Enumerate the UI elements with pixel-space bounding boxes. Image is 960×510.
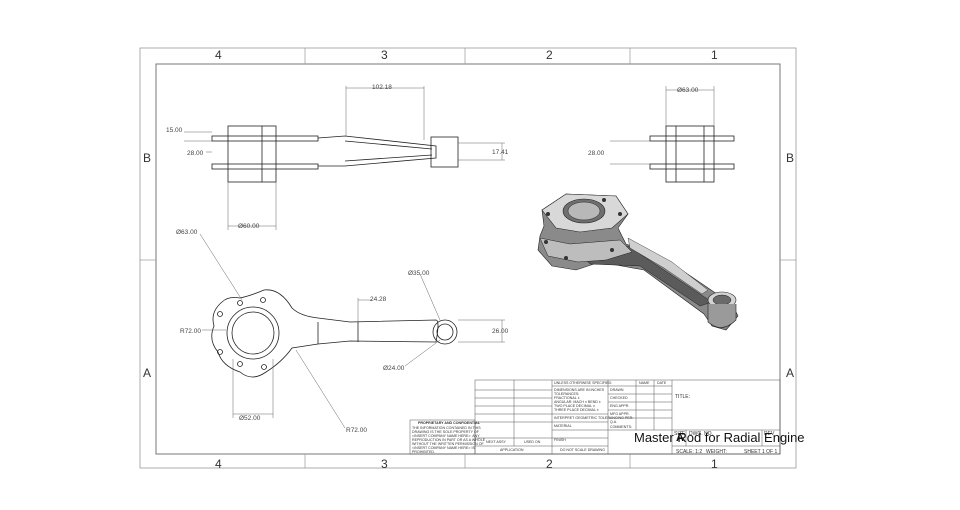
tb-spec-line: FRACTIONAL ± xyxy=(554,396,580,400)
tb-application: APPLICATION xyxy=(500,448,524,452)
dim-bore-diameter: Ø52.00 xyxy=(239,415,261,422)
tb-scale: SCALE: 1:2 xyxy=(676,449,702,455)
drawing-size-value: A xyxy=(676,432,684,444)
zone-col-3-bottom: 3 xyxy=(381,457,388,471)
tb-proprietary-line: THE INFORMATION CONTAINED IN THIS xyxy=(412,426,481,430)
zone-col-2-bottom: 2 xyxy=(546,457,553,471)
tb-comments: COMMENTS: xyxy=(610,425,632,429)
tb-unless-otherwise: UNLESS OTHERWISE SPECIFIED: xyxy=(554,381,612,385)
tb-do-not-scale: DO NOT SCALE DRAWING xyxy=(560,448,605,452)
zone-ticks xyxy=(140,48,796,468)
dim-rod-end-height: 17.41 xyxy=(492,149,509,156)
side-view xyxy=(649,125,735,183)
zone-col-4-bottom: 4 xyxy=(215,457,222,471)
tb-checked: CHECKED xyxy=(610,396,628,400)
zone-col-2-top: 2 xyxy=(546,48,553,62)
tb-qa: Q.A. xyxy=(610,420,617,424)
dim-hub-diameter: Ø60.00 xyxy=(238,223,260,230)
dim-side-gap: 28.00 xyxy=(588,150,605,157)
front-view xyxy=(211,289,458,378)
zone-row-b-left: B xyxy=(143,151,152,165)
tb-dwg-no-label: DWG. NO. xyxy=(689,431,713,437)
zone-col-1-bottom: 1 xyxy=(711,457,718,471)
tb-spec-line: TOLERANCES: xyxy=(554,392,579,396)
tb-sheet: SHEET 1 OF 1 xyxy=(744,449,777,455)
zone-col-4-top: 4 xyxy=(215,48,222,62)
tb-finish: FINISH xyxy=(554,438,566,442)
drawing-title: Master Rod for Radial Engine xyxy=(634,430,805,445)
tb-spec-line: DIMENSIONS ARE IN INCHES xyxy=(554,388,605,392)
tb-proprietary-line: WITHOUT THE WRITTEN PERMISSION OF xyxy=(412,442,485,446)
tb-date-header: DATE xyxy=(657,381,667,385)
top-view-dimensions xyxy=(184,86,505,230)
tb-proprietary-line: PROHIBITED. xyxy=(412,450,435,454)
dim-lower-radius: R72.00 xyxy=(346,427,367,434)
zone-row-a-left: A xyxy=(143,366,152,380)
tb-weight: WEIGHT: xyxy=(706,449,727,455)
zone-col-3-top: 3 xyxy=(381,48,388,62)
tb-material: MATERIAL xyxy=(554,424,572,428)
tb-drawn: DRAWN xyxy=(610,388,624,392)
tb-next-assy: NEXT ASSY xyxy=(486,440,507,444)
dim-top-length: 102.18 xyxy=(372,84,392,91)
dim-rod-width-mid: 24.28 xyxy=(370,296,387,303)
tb-rev-label: REV xyxy=(764,431,775,437)
side-view-dimensions xyxy=(610,86,715,165)
outer-frame xyxy=(139,47,797,469)
dim-front-outer-diameter: Ø63.00 xyxy=(176,229,198,236)
tb-proprietary-heading: PROPRIETARY AND CONFIDENTIAL xyxy=(418,421,481,425)
front-view-dimensions xyxy=(199,233,505,429)
tb-proprietary-line: DRAWING IS THE SOLE PROPERTY OF xyxy=(412,430,480,434)
dim-rod-end-width: 26.00 xyxy=(492,328,509,335)
tb-spec-line: THREE PLACE DECIMAL ± xyxy=(554,408,599,412)
zone-row-b-right: B xyxy=(786,151,795,165)
isometric-view xyxy=(537,193,739,331)
tb-proprietary-line: REPRODUCTION IN PART OR AS A WHOLE xyxy=(412,438,486,442)
tb-used-on: USED ON xyxy=(524,440,541,444)
dim-flange-gap: 28.00 xyxy=(187,150,204,157)
dim-outer-radius: R72.00 xyxy=(180,328,201,335)
dim-side-outer-diameter: Ø63.00 xyxy=(677,87,699,94)
tb-proprietary-line: <INSERT COMPANY NAME HERE> IS xyxy=(412,446,475,450)
tb-spec-line: ANGULAR: MACH ± BEND ± xyxy=(554,400,601,404)
tb-name-header: NAME xyxy=(639,381,650,385)
tb-mfg-appr: MFG APPR. xyxy=(610,412,630,416)
tb-spec-line: TWO PLACE DECIMAL ± xyxy=(554,404,595,408)
tb-eng-appr: ENG APPR. xyxy=(610,404,629,408)
zone-col-1-top: 1 xyxy=(711,48,718,62)
tb-size-label: SIZE xyxy=(674,431,686,437)
dim-pin-diameter: Ø24.00 xyxy=(383,365,405,372)
tb-interpret: INTERPRET GEOMETRIC TOLERANCING PER: xyxy=(554,416,633,420)
title-block-frame xyxy=(409,379,781,455)
tb-proprietary-line: <INSERT COMPANY NAME HERE>. ANY xyxy=(412,434,480,438)
dim-small-end-diameter: Ø35.00 xyxy=(408,270,430,277)
top-view xyxy=(211,125,459,183)
zone-row-a-right: A xyxy=(786,366,795,380)
dim-flange-thickness: 15.00 xyxy=(166,127,183,134)
tb-title-label: TITLE: xyxy=(675,394,690,400)
